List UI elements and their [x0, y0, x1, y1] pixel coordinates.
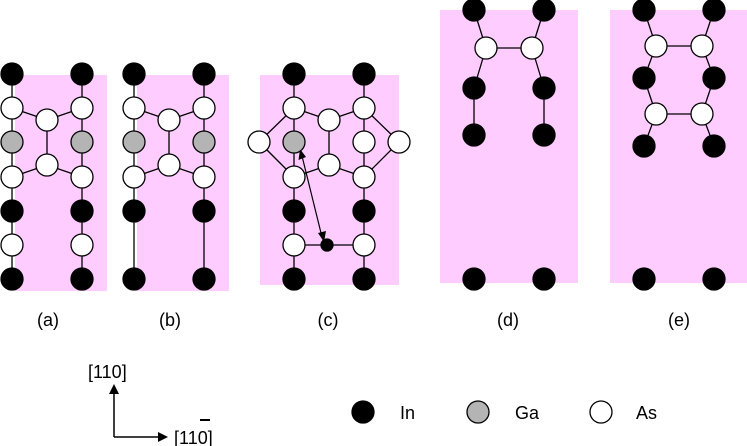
in-atom-d	[462, 76, 486, 100]
as-atom-e	[644, 34, 668, 58]
panel-background-d	[440, 10, 578, 283]
overbar-digit: 1	[188, 428, 198, 446]
panel-background-c	[260, 75, 399, 285]
ga-atom-a	[70, 130, 94, 154]
as-atom-c	[352, 233, 376, 257]
as-atom-c	[352, 165, 376, 189]
in-atom-c	[282, 199, 306, 223]
atoms	[0, 0, 726, 291]
in-atom-b	[192, 62, 216, 86]
in-atom-c	[352, 199, 376, 223]
in-atom-e	[702, 267, 726, 291]
as-atom-c	[317, 108, 341, 132]
as-atom-b	[192, 165, 216, 189]
in-atom-c	[282, 267, 306, 291]
legend-ga-symbol	[466, 400, 490, 424]
in-atom-e	[632, 134, 656, 158]
axis-indicator: [110] [110]	[88, 362, 213, 446]
as-atom-c	[387, 130, 411, 154]
in-atom-a	[0, 199, 24, 223]
as-atom-b	[157, 153, 181, 177]
as-atom-a	[70, 233, 94, 257]
in-atom-a	[70, 62, 94, 86]
panel-label-a: (a)	[37, 310, 59, 330]
legend-as-symbol	[589, 400, 613, 424]
in-atom-e	[632, 66, 656, 90]
as-atom-e	[690, 34, 714, 58]
as-atom-e	[690, 102, 714, 126]
in-atom-b	[122, 199, 146, 223]
in-atom-a	[70, 199, 94, 223]
panel-label-b: (b)	[159, 310, 181, 330]
in-atom-e	[632, 0, 656, 22]
in-atom-c	[282, 62, 306, 86]
as-atom-d	[520, 36, 544, 60]
in-atom-b	[192, 267, 216, 291]
in-atom-d	[462, 0, 486, 22]
in-atom-c	[352, 62, 376, 86]
as-atom-a	[0, 233, 24, 257]
as-atom-a	[70, 96, 94, 120]
in-atom-b	[122, 267, 146, 291]
arrow-shaft	[301, 155, 323, 238]
as-atom-a	[70, 165, 94, 189]
legend: In Ga As	[351, 400, 657, 424]
as-atom-a	[0, 165, 24, 189]
axis-horizontal-label: [110]	[174, 428, 213, 446]
legend-as-label: As	[636, 403, 657, 423]
in-atom-e	[702, 66, 726, 90]
ga-atom-b	[192, 130, 216, 154]
as-atom-a	[35, 153, 59, 177]
as-atom-b	[157, 108, 181, 132]
as-atom-c	[282, 233, 306, 257]
in-atom-d	[532, 267, 556, 291]
as-atom-a	[0, 96, 24, 120]
in-adatom-c	[320, 238, 334, 252]
as-atom-b	[192, 96, 216, 120]
axis-vertical-label: [110]	[88, 362, 127, 382]
as-atom-c	[317, 153, 341, 177]
in-atom-d	[532, 0, 556, 22]
panel-label-c: (c)	[318, 310, 339, 330]
axis-vertical-arrowhead	[109, 384, 119, 394]
in-atom-c	[352, 267, 376, 291]
in-atom-d	[462, 123, 486, 147]
as-atom-c	[352, 130, 376, 154]
in-atom-d	[462, 267, 486, 291]
in-atom-a	[0, 62, 24, 86]
in-atom-e	[702, 0, 726, 22]
as-atom-c	[247, 130, 271, 154]
in-atom-a	[0, 267, 24, 291]
as-atom-c	[282, 165, 306, 189]
ga-atom-b	[122, 130, 146, 154]
in-atom-a	[70, 267, 94, 291]
legend-in-label: In	[400, 403, 415, 423]
as-atom-c	[282, 96, 306, 120]
in-atom-e	[702, 134, 726, 158]
panel-label-d: (d)	[497, 310, 519, 330]
as-atom-e	[644, 102, 668, 126]
in-atom-e	[632, 267, 656, 291]
legend-ga-label: Ga	[515, 403, 540, 423]
as-atom-b	[122, 96, 146, 120]
ga-atom-c	[282, 130, 306, 154]
axis-horizontal-arrowhead	[158, 432, 168, 442]
ga-atom-a	[0, 130, 24, 154]
as-atom-d	[474, 36, 498, 60]
in-atom-d	[532, 123, 556, 147]
as-atom-b	[122, 165, 146, 189]
as-atom-c	[352, 96, 376, 120]
in-atom-b	[122, 62, 146, 86]
as-atom-a	[35, 108, 59, 132]
in-atom-b	[192, 199, 216, 223]
in-atom-d	[532, 76, 556, 100]
panel-label-e: (e)	[668, 310, 690, 330]
panel-background-e	[610, 10, 747, 283]
legend-in-symbol	[351, 400, 375, 424]
